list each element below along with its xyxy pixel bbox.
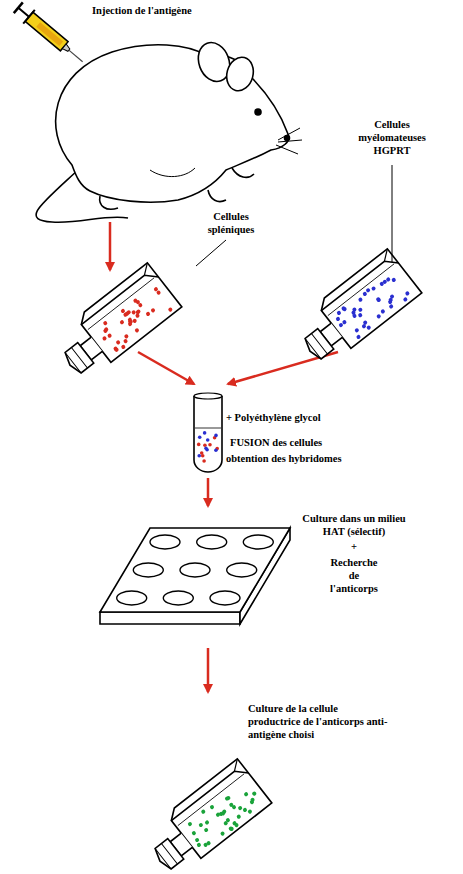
peg-label: + Polyéthylène glycol	[226, 411, 376, 424]
fusion-label: FUSION des cellules	[230, 436, 360, 449]
spleen-cell-flask	[50, 263, 182, 383]
screening-label: Recherche de l'anticorps	[325, 556, 383, 595]
myeloma-cell-flask	[290, 249, 422, 369]
leader-lines	[196, 165, 392, 266]
spleen-cells-label: Cellules spléniques	[198, 210, 264, 236]
culture-plate	[100, 528, 290, 624]
syringe	[13, 1, 89, 69]
fusion-tube	[194, 393, 222, 472]
myeloma-cells-label: Cellules myélomateuses HGPRT	[350, 118, 434, 157]
product-label: Culture de la cellule productrice de l'a…	[248, 702, 388, 741]
injection-label: Injection de l'antigène	[92, 4, 232, 17]
mouse	[36, 38, 302, 222]
plus-sign: +	[292, 540, 416, 553]
hybridoma-label: obtention des hybridomes	[226, 452, 376, 465]
hybridoma-flask	[140, 759, 272, 874]
hat-medium-label: Culture dans un milieu HAT (sélectif)	[292, 512, 416, 538]
